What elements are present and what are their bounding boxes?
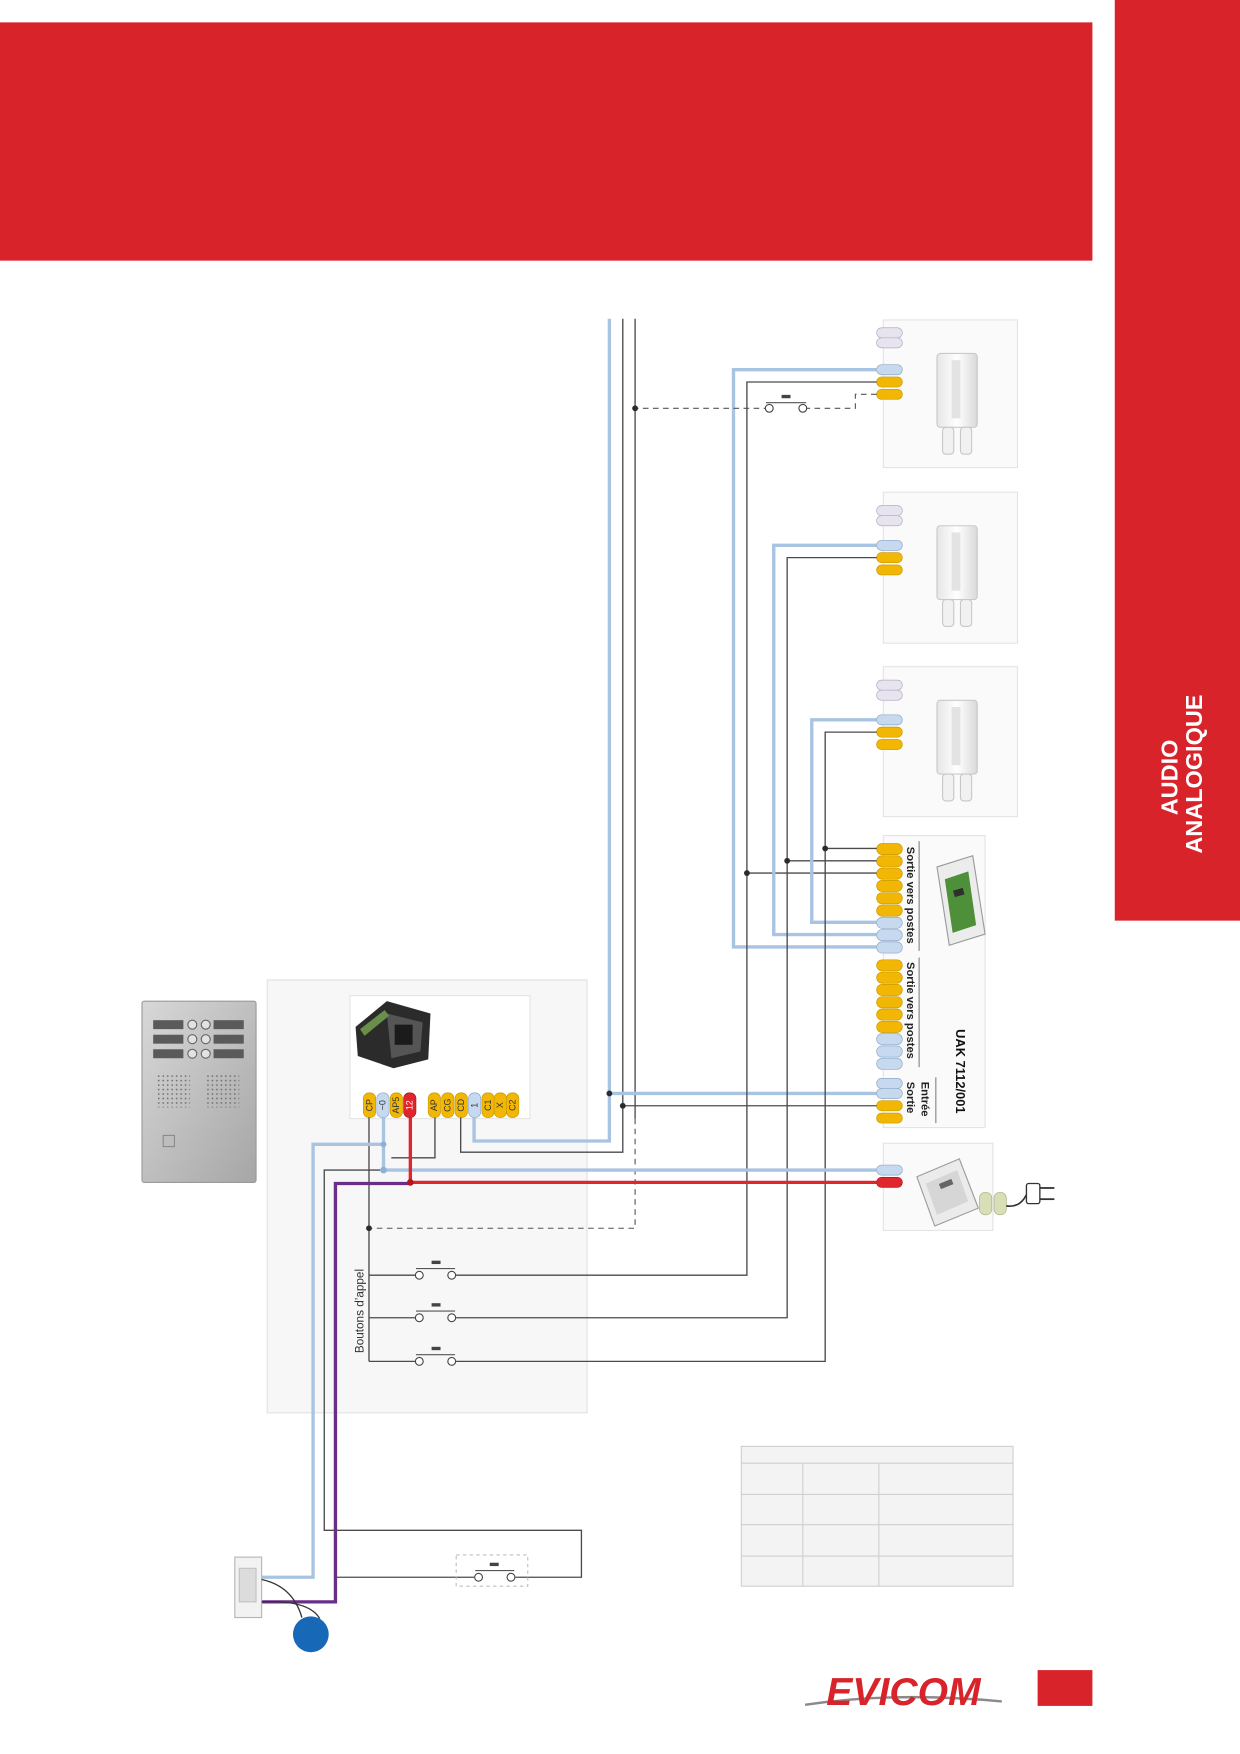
junction-dot (632, 405, 639, 412)
junction-dot (380, 1141, 387, 1148)
wiring (261, 318, 877, 1604)
speaker-grille (205, 1073, 240, 1108)
brand-logo: EVICOM (804, 1671, 1002, 1714)
handset-2 (876, 491, 1019, 644)
input-label: Entrée (918, 1082, 930, 1117)
wire-handset-3-blue (810, 718, 877, 924)
bell-wire (261, 1578, 303, 1618)
junction-dot (380, 1166, 387, 1174)
terminal-0: ~0 (376, 1092, 390, 1118)
handset-3 (876, 666, 1019, 818)
junction-dot (784, 857, 791, 864)
wire-handset-1-lock (802, 393, 877, 409)
junction-dot (619, 1102, 626, 1109)
handset-icon (936, 525, 978, 627)
handset-icon (936, 352, 978, 455)
psu-terminal-blue (876, 1164, 903, 1176)
terminal-label: AP5 (391, 1097, 401, 1114)
reference-table (740, 1445, 1014, 1587)
distributor-device-icon (936, 855, 986, 946)
handset-terminals (876, 679, 903, 750)
terminal-label: C2 (507, 1099, 517, 1110)
wire-handset-1-call (451, 381, 877, 1276)
terminal-cg: CG (441, 1092, 455, 1118)
door-lock-icon (234, 1556, 263, 1619)
junction-dot (406, 1179, 414, 1186)
handset-terminals (876, 505, 903, 576)
handset-icon (936, 699, 978, 802)
junction-dot (744, 870, 750, 876)
terminal-x: X (493, 1092, 507, 1118)
terminal-label: CG (443, 1098, 453, 1111)
call-button-2-icon (414, 1303, 457, 1323)
mains-terminal (979, 1192, 993, 1216)
call-buttons-label: Boutons d’appel (353, 1269, 366, 1353)
section-tab-line1: AUDIO (1156, 740, 1182, 816)
wire-ap (391, 1117, 436, 1159)
output-group-1-label: Sortie vers postes (904, 847, 916, 944)
terminal-cd: CD (454, 1092, 468, 1118)
distributor-model: UAK 7112/001 (953, 1029, 968, 1113)
junction-dot (822, 845, 829, 852)
wire-lock-riser-dashed (368, 1118, 636, 1229)
mains-terminal (993, 1192, 1007, 1216)
bell-wire (261, 1600, 321, 1620)
terminal-ap5: AP5 (389, 1092, 403, 1118)
output-label: Sortie (904, 1082, 916, 1114)
power-supply-icon (916, 1158, 980, 1227)
distributor-uak: Sortie vers postes Sortie vers postes En… (876, 835, 986, 1129)
terminal-label: CP (364, 1099, 374, 1111)
wire-handset-1-blue (731, 368, 877, 949)
terminal-ap: AP (427, 1092, 441, 1118)
door-station: CP ~0 AP5 12 AP CG CD 1 (266, 979, 588, 1414)
header-banner (0, 22, 1093, 261)
section-tab-line2: ANALOGIQUE (1181, 695, 1207, 854)
handset-1 (876, 319, 1019, 469)
terminal-label: X (495, 1102, 505, 1108)
wire-exit-button (323, 1169, 583, 1578)
call-button-3-icon (414, 1346, 457, 1366)
exit-push-button-icon (455, 1554, 529, 1587)
wire-lock-blue (261, 1142, 384, 1579)
bell-icon (292, 1616, 329, 1653)
door-panel-image (141, 1000, 257, 1183)
call-button-1-icon (414, 1260, 457, 1280)
handset-terminals (876, 327, 903, 400)
terminal-label: 12 (405, 1100, 415, 1110)
terminal-label: 1 (469, 1103, 479, 1108)
wire-bell-purple (261, 1181, 411, 1604)
page-number-block (1037, 1670, 1093, 1706)
lock-push-button-icon (764, 394, 808, 413)
power-supply (876, 1142, 1055, 1232)
wire-handset-3-call (451, 731, 877, 1363)
wire-blue-riser (472, 318, 612, 1143)
audio-module-icon (355, 1001, 431, 1069)
wire-dark-riser (459, 318, 624, 1153)
wire-handset-2-call (451, 556, 877, 1319)
psu-terminal-red (876, 1177, 903, 1188)
terminal-label: C1 (483, 1099, 493, 1110)
junction-dot (366, 1225, 372, 1232)
speaker-grille (156, 1073, 191, 1108)
terminal-c2: C2 (506, 1092, 520, 1118)
terminal-12: 12 (403, 1092, 417, 1118)
terminal-label: ~0 (378, 1100, 388, 1110)
section-tab: AUDIO ANALOGIQUE (1114, 0, 1240, 921)
brand-name: EVICOM (826, 1671, 982, 1714)
distributor-terminals (876, 843, 903, 1124)
terminal-label: AP (429, 1099, 439, 1111)
terminal-c1: C1 (481, 1092, 495, 1118)
junction-dot (606, 1090, 613, 1097)
terminal-1: 1 (468, 1092, 482, 1118)
power-plug-icon (1006, 1182, 1055, 1208)
terminal-label: CD (456, 1098, 466, 1111)
output-group-2-label: Sortie vers postes (904, 962, 916, 1059)
terminal-cp: CP (363, 1092, 377, 1118)
